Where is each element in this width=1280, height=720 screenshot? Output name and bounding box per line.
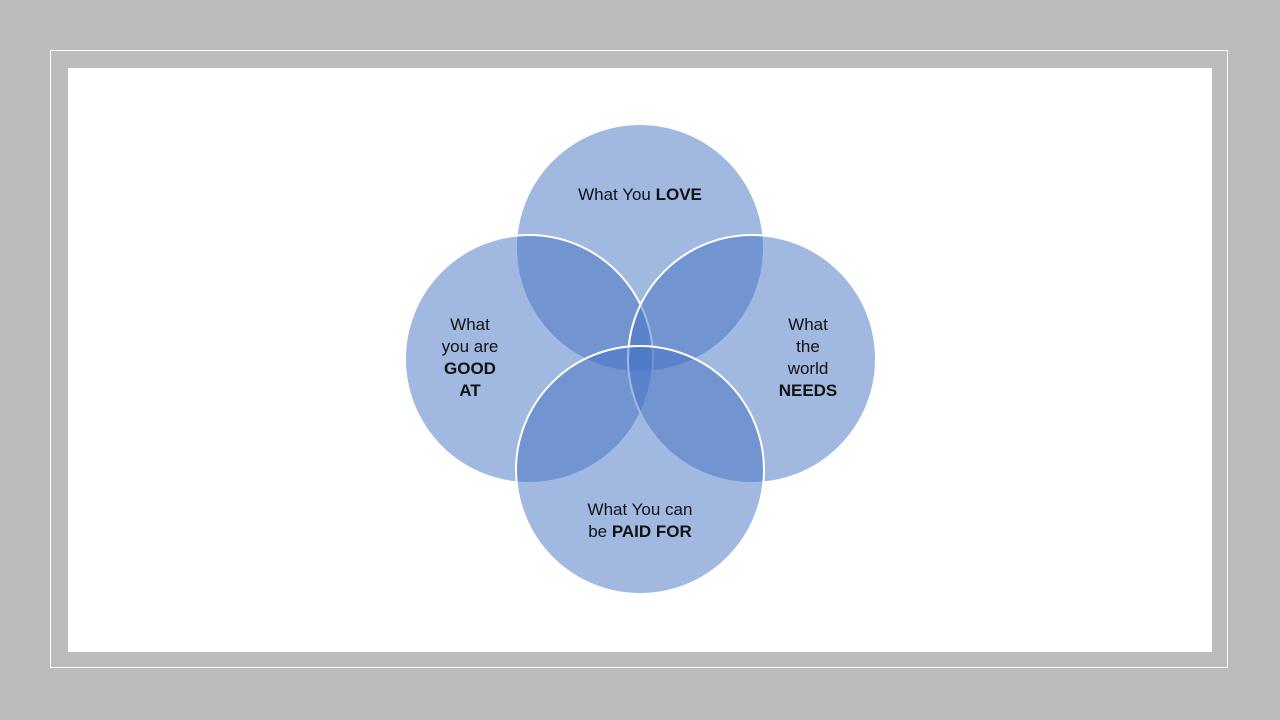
label-paid-for-line-2-bold: PAID FOR xyxy=(611,522,692,541)
label-good-at-line-3-bold: GOOD xyxy=(444,359,496,378)
label-good-at-line-4-bold: AT xyxy=(459,381,481,400)
label-paid-for-line-1-plain: What You can xyxy=(587,500,693,519)
label-needs: What the world NEEDS xyxy=(758,314,858,402)
label-good-at-line-2: you are xyxy=(420,336,520,358)
label-good-at-line-1: What xyxy=(420,314,520,336)
label-needs-line-4-bold: NEEDS xyxy=(778,381,838,400)
label-needs-line-2-plain: the xyxy=(796,337,820,356)
label-paid-for-line-2-plain: be xyxy=(588,522,612,541)
label-good-at: What you are GOOD AT xyxy=(420,314,520,402)
label-love-line-1-bold: LOVE xyxy=(655,185,702,204)
label-good-at-line-4: AT xyxy=(420,380,520,402)
label-love: What You LOVE xyxy=(540,184,740,206)
circle-paid-for xyxy=(515,345,765,595)
label-needs-line-1: What xyxy=(758,314,858,336)
label-paid-for-line-2: be PAID FOR xyxy=(540,521,740,543)
label-love-line-1-plain: What You xyxy=(578,185,656,204)
label-good-at-line-3: GOOD xyxy=(420,358,520,380)
label-needs-line-2: the xyxy=(758,336,858,358)
label-paid-for-line-1: What You can xyxy=(540,499,740,521)
label-love-line-1: What You LOVE xyxy=(540,184,740,206)
label-needs-line-1-plain: What xyxy=(788,315,828,334)
label-needs-line-3: world xyxy=(758,358,858,380)
outer-frame xyxy=(50,50,1228,668)
label-good-at-line-2-plain: you are xyxy=(441,337,499,356)
label-good-at-line-1-plain: What xyxy=(450,315,490,334)
label-paid-for: What You can be PAID FOR xyxy=(540,499,740,543)
label-needs-line-3-plain: world xyxy=(787,359,829,378)
label-needs-line-4: NEEDS xyxy=(758,380,858,402)
